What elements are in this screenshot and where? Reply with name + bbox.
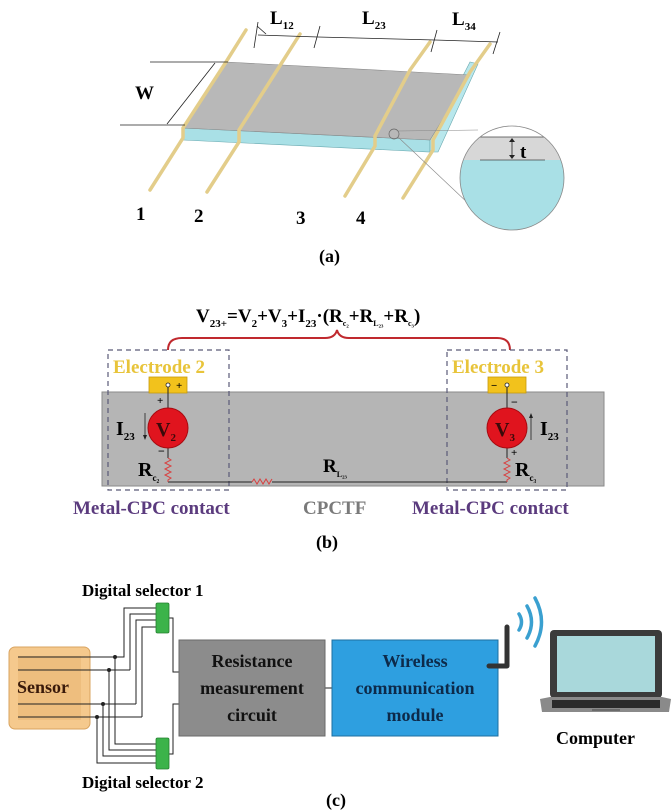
cpctf-label: CPCTF <box>303 498 366 519</box>
wireless-line-2: communication <box>356 678 475 698</box>
computer-icon <box>540 630 671 712</box>
current-arrowhead-right <box>529 413 533 418</box>
pad-2-sign: + <box>176 380 182 392</box>
film-top <box>182 61 471 141</box>
panel-b: V23+=V2+V3+I23·(Rc₂+RL₂₃+Rc₃) Electrode … <box>73 306 605 553</box>
electrode-1 <box>148 28 248 192</box>
selector-1-label: Digital selector 1 <box>82 581 203 600</box>
electrode-label-4: 4 <box>356 208 366 229</box>
resistance-line-3: circuit <box>227 705 277 725</box>
zoom-marker <box>388 128 400 140</box>
electrode-label-3: 3 <box>296 208 306 229</box>
v3-label: V3 <box>495 419 515 444</box>
resistance-measurement-block <box>178 639 326 737</box>
antenna-icon <box>486 624 510 669</box>
zoom-line-bottom <box>397 136 471 206</box>
v2-top-sign: + <box>157 395 163 407</box>
wireless-signal-icon <box>517 596 544 648</box>
label-t: t <box>520 142 527 163</box>
electrode-4 <box>401 42 492 200</box>
contact-label-left: Metal-CPC contact <box>73 498 230 519</box>
v2-label: V2 <box>156 419 176 444</box>
contact-box-left <box>107 349 230 491</box>
terminal-3 <box>504 382 510 388</box>
electrode-label-2: 2 <box>194 206 204 227</box>
contact-box-right <box>446 349 568 491</box>
rc2-label: Rc₂ <box>138 459 159 483</box>
electrode-2-label: Electrode 2 <box>113 357 205 378</box>
wireless-line-1: Wireless <box>382 651 447 671</box>
rc3-label: Rc₃ <box>515 459 536 483</box>
electrode-label-1: 1 <box>136 204 146 225</box>
contact-label-right: Metal-CPC contact <box>412 498 569 519</box>
v2-bottom-sign: − <box>158 444 165 458</box>
caption-c: (c) <box>326 790 346 811</box>
zoom-circle <box>459 125 565 231</box>
panel-c: Digital selector 1 Digital selector 2 Se… <box>8 581 671 811</box>
panel-a: L12 L23 L34 W t 1 2 3 4 (a) <box>120 8 565 267</box>
dimension-lines <box>120 21 501 126</box>
sensor-label: Sensor <box>17 677 69 697</box>
digital-selector-1 <box>155 602 170 634</box>
i23-left-label: I23 <box>116 418 135 443</box>
junction-dots <box>95 655 117 719</box>
electrode-3-label: Electrode 3 <box>452 357 544 378</box>
wireless-module-block <box>331 639 499 737</box>
terminal-2 <box>165 382 171 388</box>
rl23-label: RL₂₃ <box>323 456 347 479</box>
current-arrowhead-left <box>143 435 147 440</box>
resistance-line-2: measurement <box>200 678 304 698</box>
label-l34: L34 <box>452 9 476 33</box>
selector-2-label: Digital selector 2 <box>82 773 203 792</box>
label-l23: L23 <box>362 8 386 32</box>
resistor-rl23 <box>251 478 273 485</box>
digital-selector-2 <box>155 737 170 770</box>
label-l12: L12 <box>270 8 294 32</box>
zoom-line-top <box>397 129 479 132</box>
wireless-line-3: module <box>386 705 443 725</box>
voltage-source-v2 <box>147 407 189 449</box>
zoom-inset <box>460 126 564 230</box>
sensor-inner <box>18 656 81 720</box>
label-w: W <box>135 83 154 104</box>
electrode-3 <box>343 40 432 198</box>
electrodes <box>148 28 492 200</box>
electrode-2 <box>205 32 302 194</box>
resistor-rc3 <box>502 457 512 482</box>
computer-label: Computer <box>556 728 635 748</box>
resistance-line-1: Resistance <box>212 651 293 671</box>
selector-wiring <box>18 607 333 764</box>
i23-right-label: I23 <box>540 418 559 443</box>
brace <box>167 329 511 351</box>
equation: V23+=V2+V3+I23·(Rc₂+RL₂₃+Rc₃) <box>196 306 420 330</box>
resistor-rc2 <box>163 457 173 482</box>
voltage-source-v3 <box>486 407 528 449</box>
caption-b: (b) <box>316 532 338 553</box>
v3-bottom-sign: + <box>511 447 517 459</box>
pad-3-sign: − <box>491 380 497 392</box>
v3-top-sign: − <box>511 395 518 409</box>
caption-a: (a) <box>319 246 340 267</box>
